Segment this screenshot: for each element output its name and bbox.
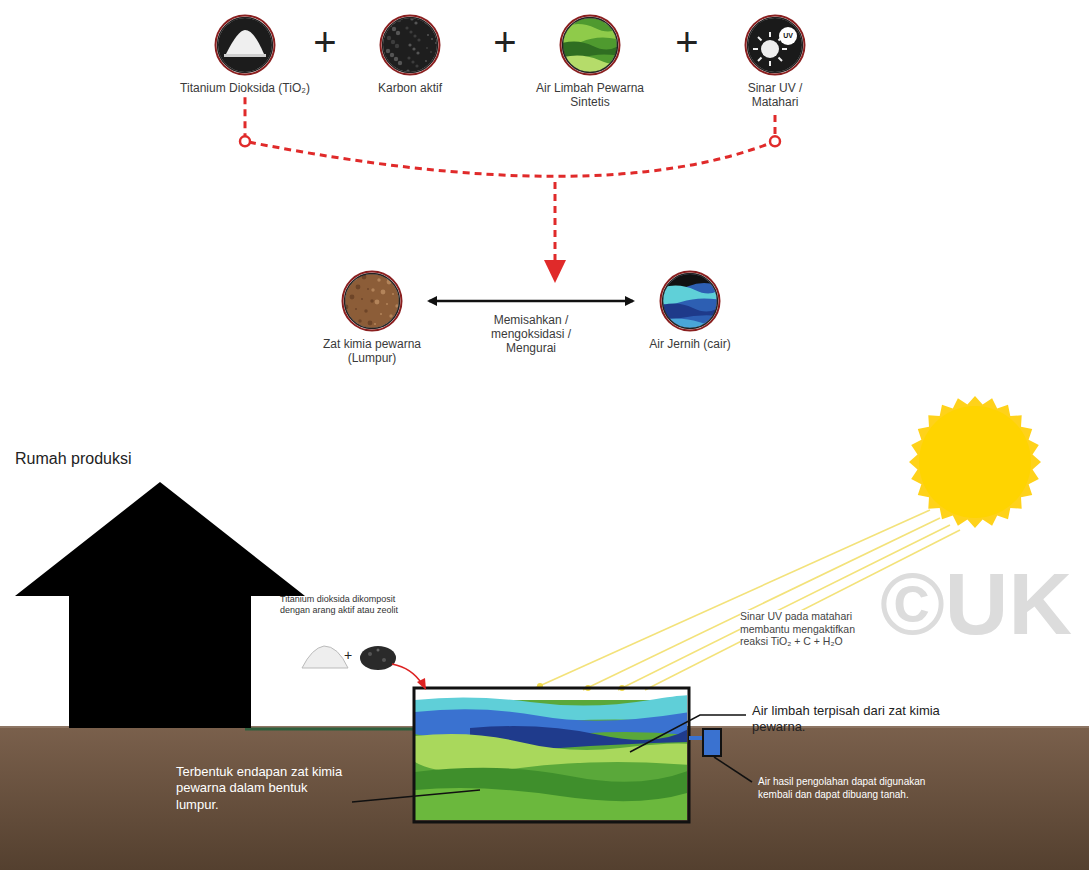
sludge-layer <box>415 768 687 820</box>
merge-arrowhead <box>544 260 566 283</box>
icon <box>559 14 621 76</box>
tio2-powder <box>302 646 348 668</box>
edge-label: Memisahkan / mengoksidasi / Mengurai <box>471 313 591 355</box>
add-arrow <box>392 664 422 684</box>
plus-sign: + <box>490 22 520 62</box>
treatment-tank <box>414 688 689 822</box>
callout: Air limbah terpisah dari zat kimia pewar… <box>752 703 982 736</box>
leader-line <box>352 790 480 802</box>
icon-node: Air Limbah Pewarna Sintetis <box>525 14 655 109</box>
house-node: Rumah produksi <box>15 450 305 732</box>
add-arrowhead <box>417 678 426 690</box>
icon-node: Air Jernih (cair) <box>635 270 745 351</box>
icon-circle <box>744 14 806 76</box>
house-symbol <box>15 478 305 728</box>
icon-circle <box>379 14 441 76</box>
plus-sign: + <box>672 22 702 62</box>
icon <box>659 270 721 332</box>
icon-circle <box>559 14 621 76</box>
merge-arrow <box>554 182 557 262</box>
connector <box>429 301 633 302</box>
node-label: Zat kimia pewarna (Lumpur) <box>317 337 427 365</box>
plus-sign: + <box>310 22 340 62</box>
node-label: Air Jernih (cair) <box>635 337 745 351</box>
connector-end <box>240 136 250 146</box>
charcoal-pile <box>360 646 396 670</box>
sun <box>909 396 1041 528</box>
outflow-pipe <box>689 736 703 740</box>
icon-circle <box>214 14 276 76</box>
charcoal <box>360 646 396 670</box>
charcoal-grain <box>377 649 380 652</box>
sun-disc <box>919 406 1031 518</box>
dashed-connector <box>245 97 775 176</box>
node-label: Sinar UV / Matahari <box>725 81 825 109</box>
leader-line <box>630 715 746 752</box>
outflow-box <box>703 729 721 756</box>
watermark: ©UK <box>880 556 1085 653</box>
connector <box>240 97 780 176</box>
house-shape <box>15 482 305 728</box>
icon-node: Zat kimia pewarna (Lumpur) <box>317 270 427 365</box>
callout: Air hasil pengolahan dapat digunakan kem… <box>758 776 946 801</box>
icon-circle <box>341 270 403 332</box>
icon <box>744 14 806 76</box>
node-label: Karbon aktif <box>355 81 465 95</box>
note: Sinar UV pada matahari membantu mengakti… <box>740 610 878 648</box>
icon <box>214 14 276 76</box>
node-label: Titanium Dioksida (TiO₂) <box>180 81 310 95</box>
note: Titanium dioksida dikomposit dengan aran… <box>280 594 404 616</box>
tank-water <box>415 695 687 820</box>
sun-rays-edge <box>909 396 1041 528</box>
icon-circle <box>659 270 721 332</box>
uv-mark: UV <box>779 32 797 40</box>
icon-node: Titanium Dioksida (TiO₂) <box>180 14 310 95</box>
water-layer <box>415 734 687 772</box>
connector-end <box>770 136 780 146</box>
icon <box>341 270 403 332</box>
plus-sign: + <box>341 648 355 662</box>
icon-node: Sinar UV / Matahari <box>725 14 825 109</box>
icon-node: Karbon aktif <box>355 14 465 95</box>
callout: Terbentuk endapan zat kimia pewarna dala… <box>176 764 348 813</box>
double-arrow <box>429 300 633 303</box>
sun-ray <box>535 510 930 688</box>
ground <box>0 727 1089 870</box>
inflow-pipe <box>245 728 414 731</box>
charcoal-grain <box>368 652 372 656</box>
icon <box>379 14 441 76</box>
charcoal-grain <box>382 658 386 662</box>
node-heading: Rumah produksi <box>15 450 305 468</box>
leader-line <box>714 757 752 782</box>
node-label: Air Limbah Pewarna Sintetis <box>525 81 655 109</box>
